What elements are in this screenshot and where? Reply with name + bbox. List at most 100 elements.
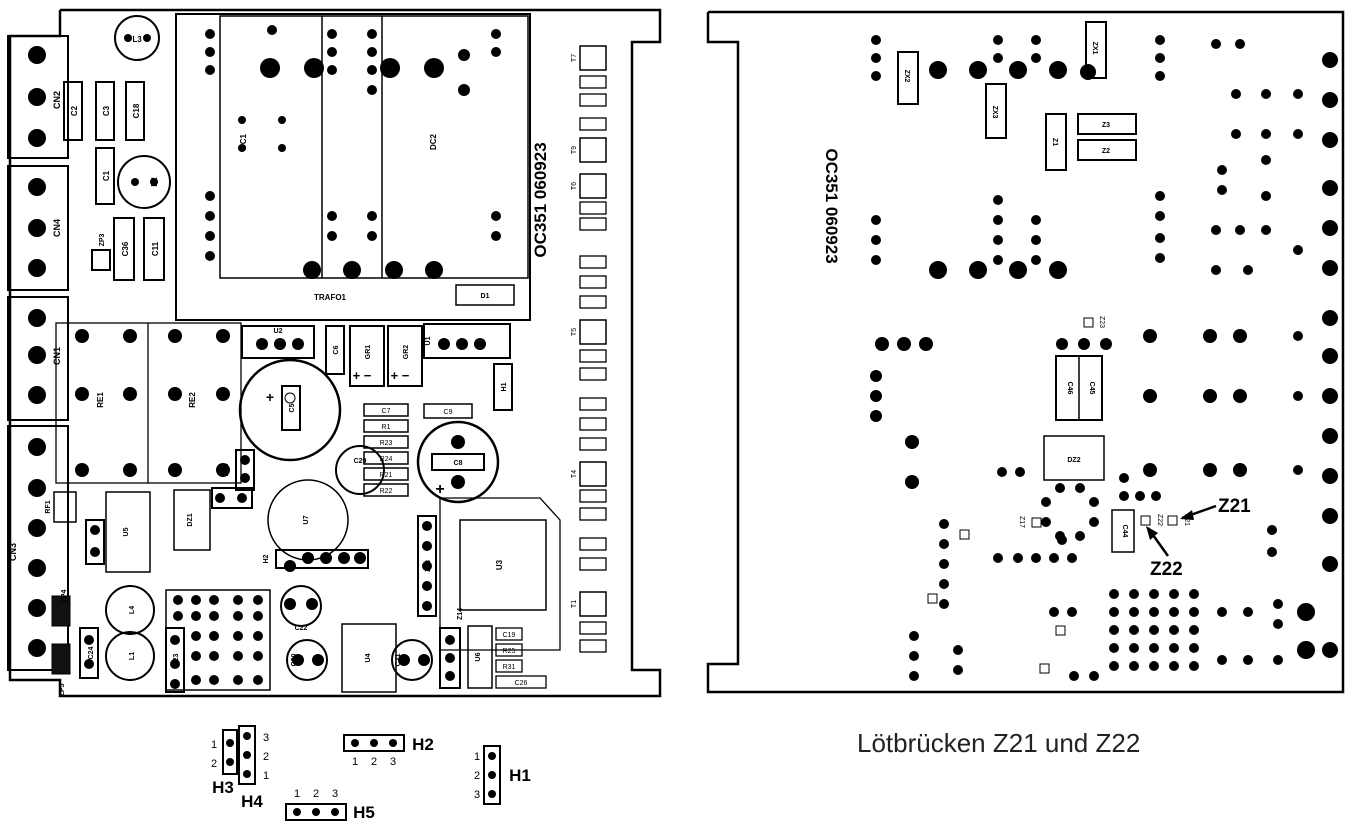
svg-text:C44: C44 xyxy=(1121,525,1128,538)
svg-text:R31: R31 xyxy=(503,664,516,671)
svg-text:3: 3 xyxy=(390,756,396,768)
svg-text:3: 3 xyxy=(263,732,269,744)
left-board: CN2 CN4 CN1 CN3 C2 C3 C18 L3 C1 xyxy=(7,8,662,698)
svg-text:C29: C29 xyxy=(354,458,367,465)
svg-text:+: + xyxy=(435,481,444,498)
svg-text:C2: C2 xyxy=(70,105,79,116)
left-board-pads xyxy=(75,25,501,689)
callout-z22: Z22 xyxy=(1146,526,1183,580)
svg-text:R1: R1 xyxy=(382,424,391,431)
connector-cn2: CN2 xyxy=(7,35,69,159)
svg-text:U3: U3 xyxy=(495,559,504,570)
svg-text:2: 2 xyxy=(371,756,377,768)
svg-text:L2: L2 xyxy=(150,177,159,187)
svg-text:C9: C9 xyxy=(444,409,453,416)
svg-text:R21: R21 xyxy=(380,472,393,479)
label-cn4: CN4 xyxy=(52,219,62,237)
svg-text:R24: R24 xyxy=(380,456,393,463)
svg-text:U5: U5 xyxy=(123,527,130,536)
svg-text:T6: T6 xyxy=(571,182,578,190)
svg-text:Z3: Z3 xyxy=(1102,122,1110,129)
board-id-left: OC351 060923 xyxy=(531,142,550,257)
svg-text:U6: U6 xyxy=(475,652,482,661)
label-h5: H5 xyxy=(353,803,375,822)
svg-text:3: 3 xyxy=(474,789,480,801)
pinout-h4: 3 2 1 H4 xyxy=(238,725,269,811)
pinout-h2: 1 2 3 H2 xyxy=(343,734,434,768)
svg-text:L4: L4 xyxy=(129,606,136,614)
svg-text:+ −: + − xyxy=(391,368,410,383)
right-board-pads xyxy=(870,35,1338,681)
svg-text:ZP5: ZP5 xyxy=(59,683,66,696)
caption: Lötbrücken Z21 und Z22 xyxy=(857,728,1141,758)
label-re1: RE1 xyxy=(96,392,105,408)
svg-text:C1: C1 xyxy=(102,170,111,181)
svg-text:C18: C18 xyxy=(132,103,141,118)
connector-cn3: CN3 xyxy=(7,425,69,671)
svg-text:GR1: GR1 xyxy=(365,345,372,360)
svg-text:U4: U4 xyxy=(365,653,372,662)
svg-text:C8: C8 xyxy=(454,460,463,467)
svg-text:2: 2 xyxy=(474,770,480,782)
svg-text:1: 1 xyxy=(352,756,358,768)
svg-text:Z22: Z22 xyxy=(1156,514,1163,526)
svg-text:C3: C3 xyxy=(102,105,111,116)
svg-text:1: 1 xyxy=(263,770,269,782)
svg-text:ZP4: ZP4 xyxy=(61,589,68,602)
svg-text:C45: C45 xyxy=(1088,382,1095,395)
svg-text:3: 3 xyxy=(332,788,338,800)
svg-text:Z1: Z1 xyxy=(1051,138,1058,146)
svg-text:H2: H2 xyxy=(263,554,270,563)
svg-text:1: 1 xyxy=(294,788,300,800)
svg-text:1: 1 xyxy=(474,751,480,763)
svg-text:D1: D1 xyxy=(481,293,490,300)
svg-text:C22: C22 xyxy=(295,625,308,632)
board-id-right: OC351 060923 xyxy=(822,148,841,263)
svg-text:Z14: Z14 xyxy=(457,608,464,620)
svg-text:C24: C24 xyxy=(88,646,95,659)
svg-text:ZX1: ZX1 xyxy=(1091,42,1098,55)
svg-text:U2: U2 xyxy=(274,328,283,335)
svg-text:C7: C7 xyxy=(382,408,391,415)
svg-text:ZX2: ZX2 xyxy=(903,70,910,83)
svg-text:H1: H1 xyxy=(501,382,508,391)
svg-text:Z23: Z23 xyxy=(1098,316,1105,328)
label-trafo1: TRAFO1 xyxy=(314,293,347,302)
svg-text:DZ2: DZ2 xyxy=(1067,457,1080,464)
svg-text:+: + xyxy=(266,389,274,405)
right-column-parts: T7 T9 T6 T5 xyxy=(571,45,607,653)
svg-text:T9: T9 xyxy=(571,146,578,154)
svg-text:U7: U7 xyxy=(303,515,310,524)
svg-text:Z21: Z21 xyxy=(1218,496,1251,517)
svg-text:RF1: RF1 xyxy=(45,500,52,513)
svg-text:C36: C36 xyxy=(121,241,130,256)
svg-text:C26: C26 xyxy=(515,680,528,687)
label-h2: H2 xyxy=(412,735,434,754)
label-h3: H3 xyxy=(212,778,234,797)
svg-text:R25: R25 xyxy=(503,648,516,655)
svg-text:C46: C46 xyxy=(1066,382,1073,395)
pinout-h5: 1 2 3 H5 xyxy=(285,788,375,822)
svg-text:2: 2 xyxy=(313,788,319,800)
svg-text:C5: C5 xyxy=(289,403,296,412)
callout-z21: Z21 xyxy=(1180,496,1251,520)
pinout-h1: 1 2 3 H1 xyxy=(474,745,531,805)
svg-text:T4: T4 xyxy=(571,470,578,478)
svg-text:T1: T1 xyxy=(571,600,578,608)
svg-text:1: 1 xyxy=(211,739,217,751)
right-board: OC351 060923 ZX2 ZX3 ZX1 Z1 Z3 Z2 C46 C4… xyxy=(706,10,1345,694)
label-cn2: CN2 xyxy=(52,91,62,109)
connector-cn1: CN1 xyxy=(7,296,69,421)
svg-text:C11: C11 xyxy=(151,241,160,256)
label-cn3: CN3 xyxy=(8,543,18,561)
svg-text:L1: L1 xyxy=(129,652,136,660)
label-re2: RE2 xyxy=(188,392,197,408)
svg-text:Z22: Z22 xyxy=(1150,559,1183,580)
svg-text:L3: L3 xyxy=(132,35,142,44)
label-h4: H4 xyxy=(241,792,263,811)
svg-text:C6: C6 xyxy=(333,345,340,354)
header-grid-pads xyxy=(173,595,263,685)
label-dc2: DC2 xyxy=(429,133,438,150)
svg-text:ZP3: ZP3 xyxy=(99,233,106,246)
